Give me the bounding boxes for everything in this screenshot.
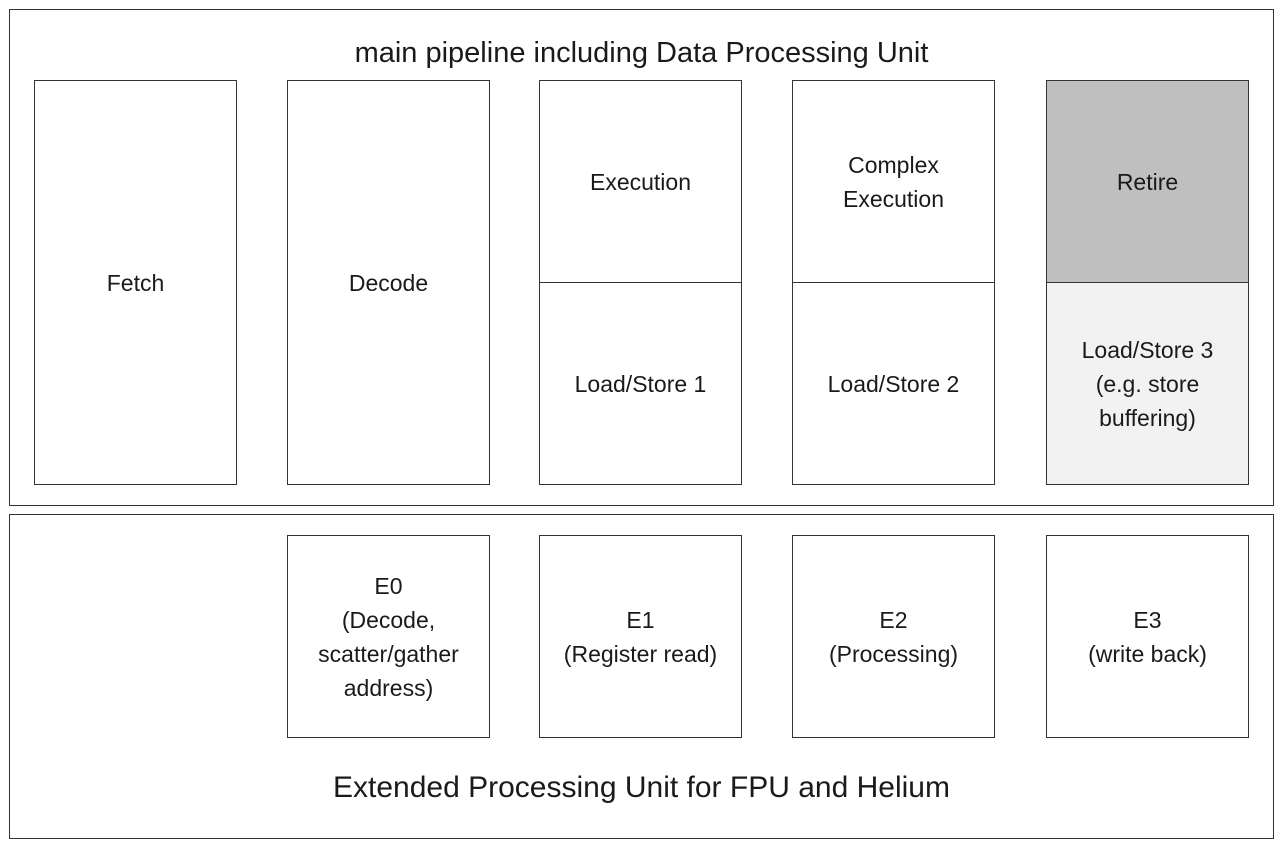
- e1-stage: E1 (Register read): [539, 535, 742, 738]
- complex-execution-stage: Complex Execution: [792, 80, 995, 283]
- main-pipeline-title: main pipeline including Data Processing …: [354, 37, 929, 69]
- e3-stage: E3 (write back): [1046, 535, 1249, 738]
- retire-stage: Retire: [1046, 80, 1249, 283]
- load-store-2-stage: Load/Store 2: [792, 282, 995, 485]
- decode-stage: Decode: [287, 80, 490, 485]
- e2-stage: E2 (Processing): [792, 535, 995, 738]
- extended-unit-title: Extended Processing Unit for FPU and Hel…: [333, 771, 950, 804]
- execution-stage: Execution: [539, 80, 742, 283]
- load-store-3-stage: Load/Store 3 (e.g. store buffering): [1046, 282, 1249, 485]
- fetch-stage: Fetch: [34, 80, 237, 485]
- e0-stage: E0 (Decode, scatter/gather address): [287, 535, 490, 738]
- load-store-1-stage: Load/Store 1: [539, 282, 742, 485]
